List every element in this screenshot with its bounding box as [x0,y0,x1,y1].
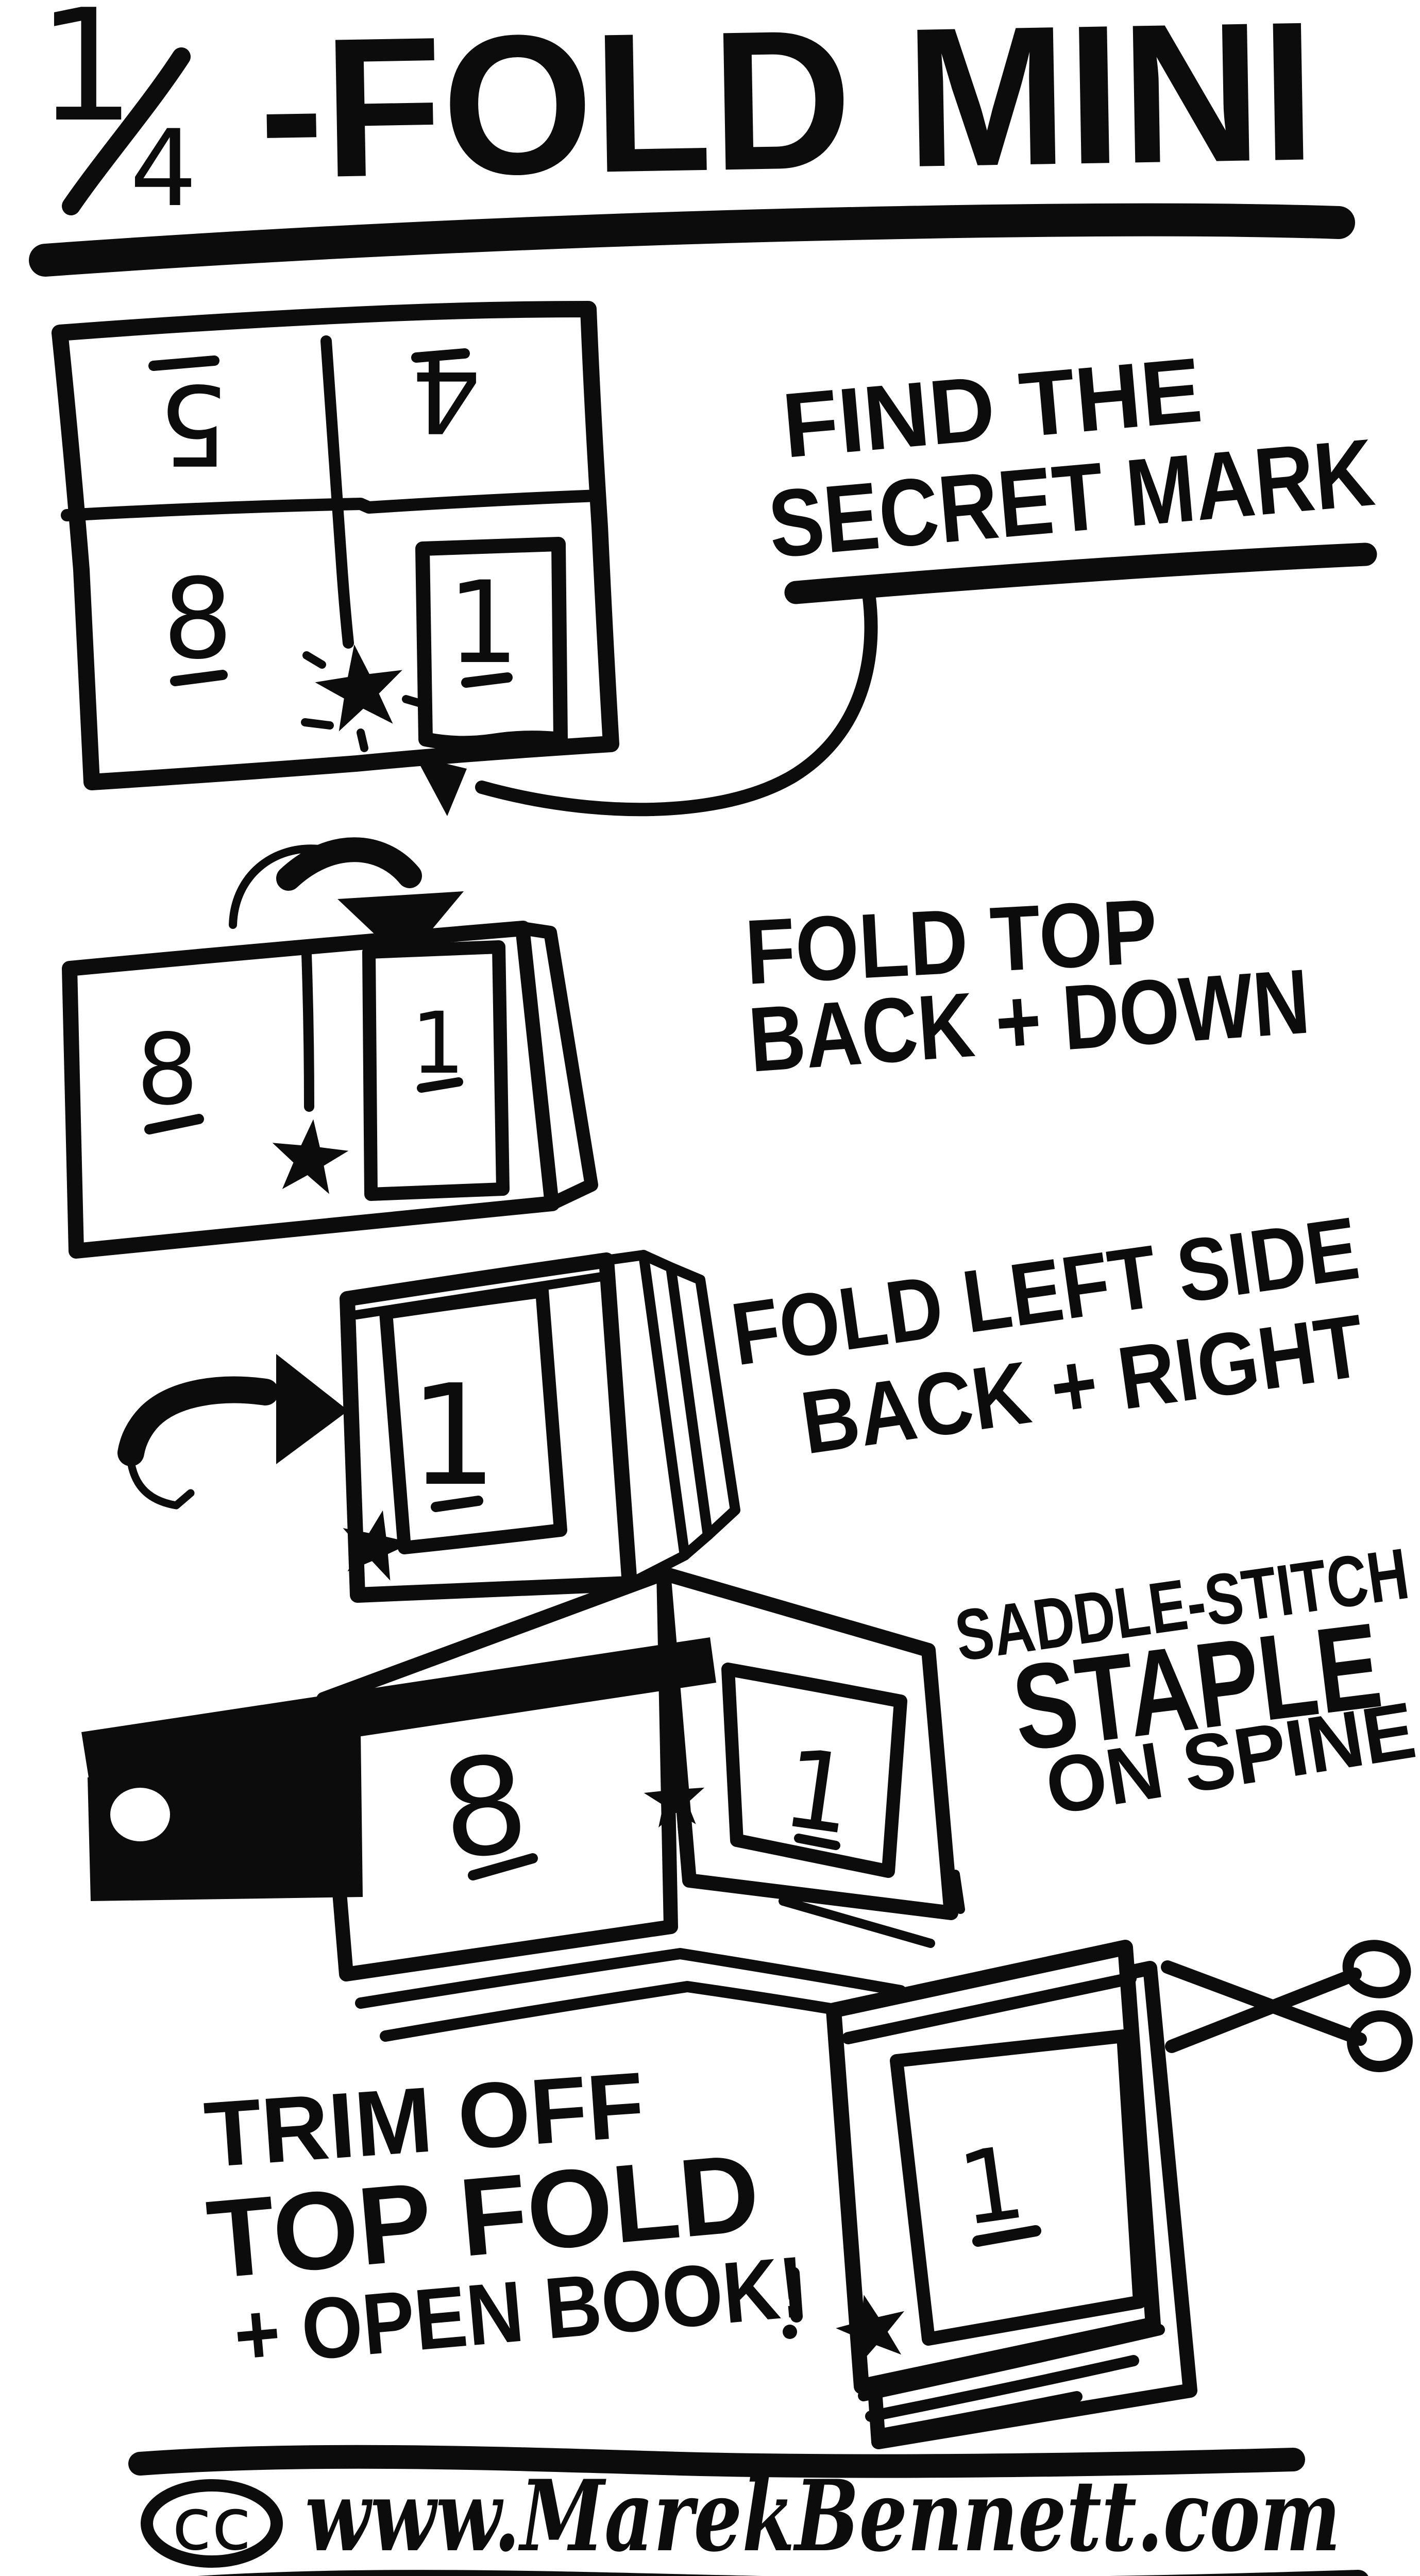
step5-caption: TRIM OFF TOP FOLD + OPEN BOOK! [201,2053,809,2384]
title-underline [29,203,1355,277]
cover-panel-box [415,537,568,751]
page-title: -FOLD MINI [257,0,1317,220]
cc-license-icon: cc [141,2479,283,2568]
stapler-hinge [110,1788,170,1841]
page-number-1: 1 [409,1354,498,1517]
stapler-base [88,1732,363,1901]
fold-arrow-tail [126,1448,195,1510]
footer-rule-top [128,2445,1305,2478]
step3-illustration-fold-left: 1 [117,1250,740,1603]
vertical-crease [320,335,354,649]
page-1-underline [461,672,513,688]
bottom-page-chevrons [355,1948,906,2042]
callout-arrowhead-icon [415,756,467,816]
fold-arrow-body [276,837,422,891]
page-number-8: 8 [137,1013,199,1127]
step3-caption: FOLD LEFT SIDE BACK + RIGHT [725,1198,1370,1473]
callout-curve [475,587,878,817]
step5-illustration-trim: 1 [783,1940,1413,2449]
page-5-label: 5 [158,360,229,489]
fold-arrow-head-icon [337,891,464,962]
step2-illustration-fold-top: 8 1 [62,837,598,1259]
step1-illustration-unfolded-sheet: 5 4 8 1 [52,301,619,790]
folded-sheet-flap [516,922,598,1210]
cover-inner-frame [379,1284,567,1554]
page-edges [601,1250,740,1589]
page-1-underline [431,1496,483,1512]
caption-fold-top: FOLD TOP [743,879,1160,1004]
page-1-underline [417,1077,463,1093]
page-number-5: 5 [158,360,229,489]
bottom-page-fan [858,2324,1165,2441]
title-fraction-denominator: 4 [130,108,197,230]
cc-license-text: cc [172,2483,251,2567]
page-1-underline [794,1834,840,1850]
page-8-underline [170,670,228,686]
page-1-underline [972,2225,1041,2247]
fold-arrow-tail [229,844,324,929]
page-number-8: 8 [163,554,233,684]
stapler-arm [81,1637,716,1777]
step2-caption: FOLD TOP BACK + DOWN [743,879,1313,1091]
page-8-underline [468,1853,538,1880]
fold-arrow-body [117,1376,279,1466]
step4-caption: SADDLE-STITCH STAPLE ON SPINE [950,1533,1420,1832]
vertical-crease [301,949,314,1112]
cover-inner-frame [890,2029,1146,2346]
fraction-slash [62,47,191,215]
page-number-4: 4 [411,327,482,456]
footer-url: www.MarekBennett.com [305,2459,1341,2573]
step4-illustration-staple: 8 1 [81,1566,965,2042]
cover-panel-box [721,1663,907,1878]
scissors-icon [1161,1940,1413,2073]
fold-arrow-head-icon [276,1354,348,1464]
cover-panel-box [362,940,510,1201]
spine-lower-crease [678,1820,694,1885]
page-8-underline [144,1114,204,1134]
page-number-1: 1 [411,994,465,1093]
horizontal-crease [61,489,604,521]
top-fold-line [842,1972,1137,2044]
page-number-1: 1 [447,557,519,689]
page-4-label: 4 [411,327,482,456]
caption-underline [784,543,1377,604]
page-5-underline [148,355,219,371]
footer: cc www.MarekBennett.com [128,2445,1368,2576]
title-block: 1 4 -FOLD MINI [29,0,1355,277]
stapler-icon [81,1637,716,1901]
exclamation-mark [783,2267,803,2339]
star-sparkle-ticks [301,651,422,752]
page-4-underline [411,348,470,363]
